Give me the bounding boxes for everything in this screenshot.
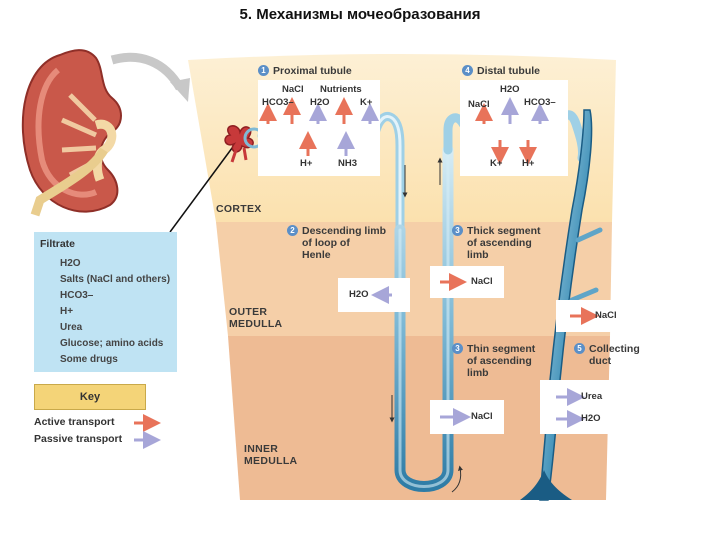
segment-name: of ascending [467, 355, 532, 367]
segment-name: Distal tubule [477, 65, 541, 77]
segment-number: 1 [258, 65, 269, 76]
segment-name: of loop of [302, 237, 350, 249]
segment-name: duct [589, 355, 612, 367]
key-passive-label: Passive transport [34, 433, 123, 445]
distal-hco3: HCO3– [524, 97, 556, 108]
filtrate-item: Salts (NaCl and others) [60, 274, 171, 285]
filtrate-title: Filtrate [40, 238, 76, 250]
segment-label-thin: 3 Thin segment of ascending limb [452, 343, 535, 379]
filtrate-item: HCO3– [60, 290, 94, 301]
filtrate-item: Urea [60, 322, 83, 333]
distal-h2o: H2O [500, 84, 520, 95]
distal-h: H+ [522, 158, 535, 169]
thin-nacl-label: NaCl [471, 411, 493, 422]
filtrate-item: H2O [60, 258, 81, 269]
collecting-urea-label: Urea [581, 391, 603, 402]
zone-label-inner-medulla: INNER MEDULLA [244, 443, 297, 467]
segment-name: Thin segment [467, 343, 536, 355]
collecting-h2o-label: H2O [581, 413, 601, 424]
kidney-illustration [21, 49, 122, 217]
zone-label-line: INNER [244, 443, 279, 455]
segment-number: 2 [287, 225, 298, 236]
segment-name: of ascending [467, 237, 532, 249]
zoom-arrow [110, 52, 184, 91]
segment-number: 5 [574, 343, 585, 354]
distal-nacl: NaCl [468, 99, 490, 110]
proximal-h2o: H2O [310, 97, 330, 108]
segment-number: 3 [452, 225, 463, 236]
segment-name: Collecting [589, 343, 640, 355]
segment-name: Thick segment [467, 225, 541, 237]
segment-label-thick: 3 Thick segment of ascending limb [452, 225, 541, 261]
zone-label-cortex: CORTEX [216, 203, 262, 215]
collecting-nacl-box [556, 300, 630, 332]
zone-label-outer-medulla: OUTER MEDULLA [229, 306, 282, 330]
thick-nacl-label: NaCl [471, 276, 493, 287]
filtrate-pointer [169, 139, 239, 233]
descending-h2o-label: H2O [349, 289, 369, 300]
segment-name: limb [467, 367, 489, 379]
proximal-k: K+ [360, 97, 373, 108]
proximal-transport-box [258, 80, 380, 176]
inner-medulla-zone [228, 336, 610, 500]
zone-label-line: MEDULLA [229, 318, 283, 330]
proximal-nutrients: Nutrients [320, 84, 362, 95]
proximal-hco3: HCO3– [262, 97, 294, 108]
page-title: 5. Механизмы мочеобразования [239, 6, 481, 23]
outer-medulla-zone [216, 222, 612, 336]
distal-k: K+ [490, 158, 503, 169]
segment-name: Henle [302, 249, 331, 261]
segment-number: 4 [462, 65, 473, 76]
proximal-nacl: NaCl [282, 84, 304, 95]
segment-name: Descending limb [302, 225, 387, 237]
key-active-label: Active transport [34, 416, 115, 428]
distal-transport-box [460, 80, 568, 176]
key-title: Key [34, 384, 146, 410]
proximal-nh3: NH3 [338, 158, 358, 169]
collecting-nacl-label: NaCl [595, 310, 617, 321]
segment-label-proximal: 1 Proximal tubule [258, 65, 352, 77]
filtrate-list: H2O Salts (NaCl and others) HCO3– H+ Ure… [60, 256, 170, 368]
filtrate-item: H+ [60, 306, 74, 317]
filtrate-item: Some drugs [60, 354, 118, 365]
zone-label-line: MEDULLA [244, 455, 298, 467]
filtrate-panel: Filtrate H2O Salts (NaCl and others) HCO… [34, 232, 177, 372]
segment-label-collecting: 5 Collecting duct [574, 343, 640, 367]
zone-label-line: OUTER [229, 306, 268, 318]
segment-label-distal: 4 Distal tubule [462, 65, 540, 77]
segment-number: 3 [452, 343, 463, 354]
flow-arrow-bottom [451, 465, 463, 493]
segment-label-descending: 2 Descending limb of loop of Henle [287, 225, 386, 261]
proximal-h: H+ [300, 158, 313, 169]
segment-name: limb [467, 249, 489, 261]
segment-name: Proximal tubule [273, 65, 352, 77]
collecting-urea-h2o-box [540, 380, 614, 434]
filtrate-item: Glucose; amino acids [60, 338, 164, 349]
